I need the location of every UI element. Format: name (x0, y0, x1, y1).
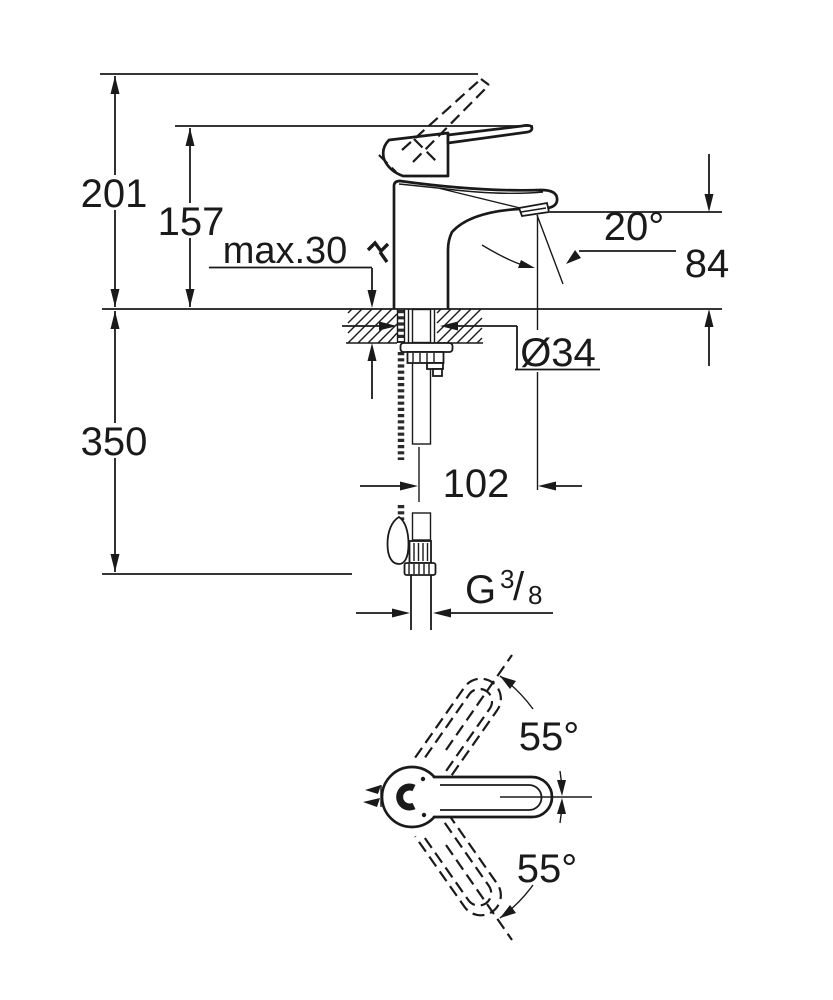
thread-denominator: 8 (528, 580, 542, 610)
spray-angle-lines (536, 214, 564, 490)
braided-hose-lower (411, 512, 432, 541)
dim-swivel-lower-label: 55° (517, 847, 578, 891)
limiter-clip-top (363, 785, 382, 807)
thread-prefix: G (465, 568, 496, 612)
dim-projection-label: 102 (443, 462, 510, 506)
rod-end-loop (386, 515, 410, 565)
limiter-clip-side (366, 240, 390, 263)
mounting-hardware (386, 308, 454, 630)
dim-spray-angle-label: 20° (604, 205, 665, 249)
mounting-washer (399, 342, 454, 353)
thread-slash: / (513, 565, 525, 609)
dim-overall-height-label: 201 (81, 172, 148, 216)
lever (446, 123, 534, 145)
hose-connection-nut (403, 562, 437, 576)
raised-lever-dashed (378, 78, 490, 173)
swivel-ext-line-lower (445, 844, 513, 941)
body-left-edge (392, 179, 402, 310)
dim-thread-label: G 3 / 8 (465, 564, 542, 612)
mounting-nut (406, 351, 445, 364)
spout-underside (446, 207, 521, 310)
dim-spout-height-label: 84 (685, 242, 730, 286)
spout-detail-lines (398, 183, 544, 209)
dim-swivel-upper-label: 55° (519, 715, 580, 759)
mounting-nut-tab (432, 368, 443, 377)
braided-hose-upper (411, 308, 432, 344)
dim-hose-length-label: 350 (81, 420, 148, 464)
spout-top-edge (398, 179, 559, 210)
thread-numerator: 3 (500, 564, 514, 594)
dim-hole-diameter-label: Ø34 (520, 331, 596, 375)
dim-lever-height-label: 157 (158, 200, 225, 244)
knob-center-mark (396, 783, 416, 811)
faucet-side-view (366, 78, 559, 310)
dimensions-side: 201 157 350 max.30 84 Ø34 20° (81, 73, 730, 618)
dim-deck-thickness-label: max.30 (223, 230, 348, 272)
handle-top-view: 55° 55° (363, 654, 592, 941)
handle-knob-top (380, 765, 444, 829)
connection-tube (410, 575, 432, 630)
swivel-ext-line-upper (445, 654, 513, 751)
